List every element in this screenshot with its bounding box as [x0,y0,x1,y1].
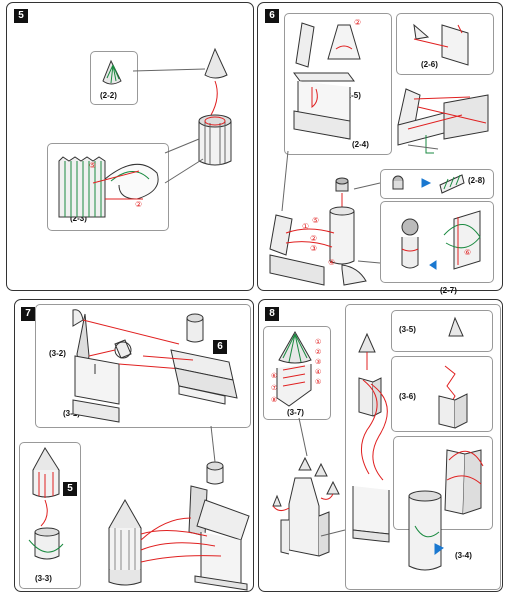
callout-2-3: (2-3) [70,214,87,223]
callout-3-2: (3-2) [49,349,66,358]
mark-5: ⑤ [312,216,319,225]
inset-badge-6: 6 [213,340,227,354]
step-6-panel: 6 (2-5) (2-6) (2-4) (2-8) (2-7) [257,2,503,295]
callout-3-6: (3-6) [399,392,416,401]
mark-2: ② [135,200,142,209]
step-6-badge: 6 [265,9,279,23]
mark-6: ⑥ [464,248,471,257]
step-7-illustration [28,309,250,591]
step-5-illustration: ⑤ ② [58,47,232,218]
mark-6: ⑥ [271,372,277,380]
mark-4: ④ [328,258,335,267]
step-6-illustration: ② ① ② ③ ④ ⑤ ⑥ [269,18,489,286]
callout-2-2: (2-2) [100,91,117,100]
mark-7: ⑦ [271,384,277,392]
step-8-panel: 8 (3-5) (3-6) (3-7) (3-4) [258,299,503,592]
callout-2-4: (2-4) [352,140,369,149]
mark-2: ② [310,234,317,243]
mark-4: ④ [315,368,321,376]
mark-5: ⑤ [89,161,96,170]
callout-2-7: (2-7) [440,286,457,295]
step-5-panel: 5 (2-2) (2-3) [6,2,254,291]
mark-2: ② [315,349,321,356]
step-7-panel: 7 (3-2) (3-1) (3-3) 6 5 [14,299,254,592]
step-5-badge: 5 [14,9,28,23]
callout-3-5: (3-5) [399,325,416,334]
mark-1: ① [302,222,309,231]
mark-8: ⑧ [271,396,277,404]
callout-3-3: (3-3) [35,574,52,583]
callout-2-5: (2-5) [344,91,361,100]
step-8-detail-3-5 [391,310,493,352]
mark-5: ⑤ [315,378,321,386]
callout-3-7: (3-7) [287,408,304,417]
mark-1: ① [315,338,321,346]
callout-3-4: (3-4) [455,551,472,560]
step-8-illustration: ① ② ③ ④ ⑤ ⑥ ⑦ ⑧ [271,316,484,571]
mark-3: ③ [310,244,317,253]
callout-2-6: (2-6) [421,60,438,69]
callout-3-1: (3-1) [63,409,80,418]
step-7-badge: 7 [21,307,35,321]
callout-2-8: (2-8) [468,176,485,185]
mark-3: ③ [315,358,321,366]
step-8-badge: 8 [265,307,279,321]
mark-2-5: ② [354,18,361,27]
inset-badge-5: 5 [63,482,77,496]
